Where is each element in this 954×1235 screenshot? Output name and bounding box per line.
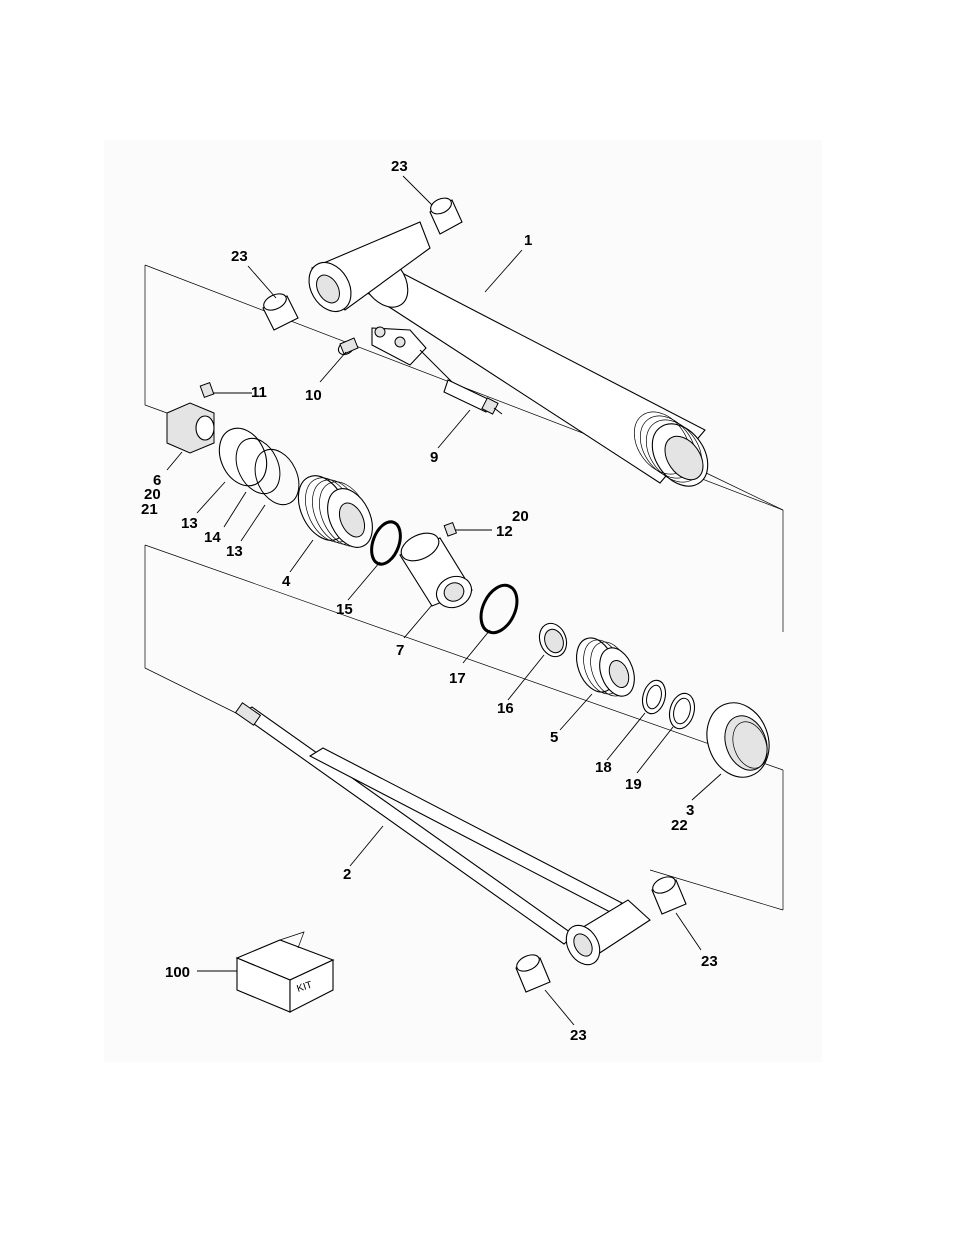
callout-4: 4	[282, 573, 291, 590]
callout-6: 6	[153, 472, 161, 489]
callout-5: 5	[550, 729, 558, 746]
bushing-part-23-top	[429, 197, 463, 235]
callout-22: 22	[671, 817, 688, 834]
callout-23-top: 23	[391, 158, 408, 175]
callout-12: 12	[496, 523, 513, 540]
ring-part-18	[641, 679, 667, 715]
callout-20-right: 20	[512, 508, 529, 525]
callout-2: 2	[343, 866, 351, 883]
callout-20-left: 20	[144, 486, 161, 503]
callout-21: 21	[141, 501, 158, 518]
spacer-part-7	[399, 532, 473, 609]
callout-18: 18	[595, 759, 612, 776]
piston-part-5	[576, 637, 635, 697]
callout-11: 11	[251, 384, 267, 401]
callout-14: 14	[204, 529, 221, 546]
gland-part-4	[297, 475, 373, 548]
fitting-part-10	[337, 337, 359, 356]
callout-17: 17	[449, 670, 466, 687]
kit-box-label: KIT	[296, 980, 314, 995]
callout-13-a: 13	[181, 515, 198, 532]
setscrew-part-11	[199, 382, 215, 398]
callout-23-bottom: 23	[570, 1027, 587, 1044]
ring-part-19-inner	[673, 697, 691, 725]
barrel-part-1	[308, 221, 709, 487]
callout-13-b: 13	[226, 543, 243, 560]
ring-part-16	[538, 622, 568, 658]
callout-3: 3	[686, 802, 694, 819]
callout-23-left: 23	[231, 248, 248, 265]
callout-23-right: 23	[701, 953, 718, 970]
callout-9: 9	[430, 449, 438, 466]
leader-lines	[166, 175, 722, 1026]
ring-part-13-14	[218, 427, 300, 506]
setscrew-part-12	[443, 522, 458, 537]
callout-19: 19	[625, 776, 642, 793]
bushing-part-23-left	[262, 293, 299, 331]
callout-16: 16	[497, 700, 514, 717]
bushing-part-23-bottom	[515, 954, 551, 993]
callout-7: 7	[396, 642, 404, 659]
bushing-part-23-right	[651, 876, 687, 915]
callout-15: 15	[336, 601, 353, 618]
rod-part-2	[234, 702, 651, 966]
head-part-3	[706, 702, 770, 778]
ring-part-19	[668, 692, 696, 730]
callout-100: 100	[165, 964, 190, 981]
nut-part-6	[166, 402, 215, 454]
callout-10: 10	[305, 387, 322, 404]
callouts: 23 1 23 11 10 9 6 20 21 13 14 13 20 12 4…	[141, 158, 718, 1044]
valve-part-9	[419, 349, 503, 415]
kit-box-part-100: KIT	[235, 931, 335, 1013]
callout-1: 1	[524, 232, 532, 249]
ring-part-18-inner	[646, 684, 662, 710]
